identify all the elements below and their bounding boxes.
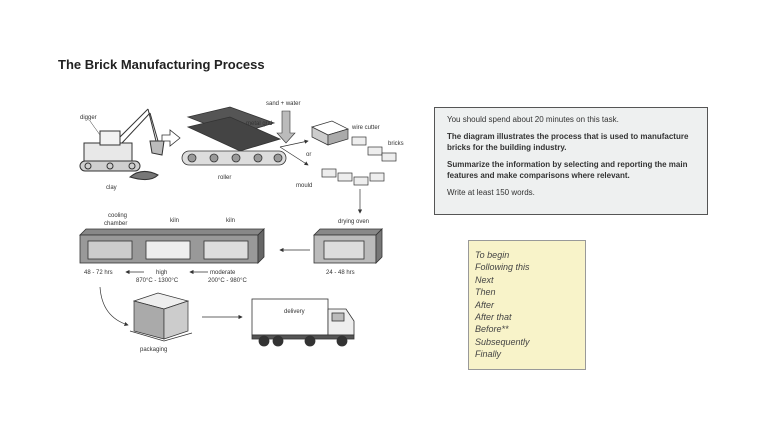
moderate-label: moderate	[210, 270, 236, 276]
kiln-high-label: kiln	[170, 218, 179, 224]
linking-word: After that	[475, 312, 512, 323]
linking-word: Finally	[475, 349, 502, 360]
sand-water-label: sand + water	[266, 101, 301, 107]
drying-oven-label: drying oven	[338, 219, 369, 225]
digger-illustration	[79, 108, 165, 181]
wire-cutter-label: wire cutter	[351, 125, 380, 131]
linking-word: Next	[475, 274, 494, 285]
task-time-text: You should spend about 20 minutes on thi…	[447, 115, 619, 124]
page-title: The Brick Manufacturing Process	[58, 57, 265, 72]
cooling-time-label: 48 - 72 hrs	[84, 270, 113, 276]
task-word-count-text: Write at least 150 words.	[447, 188, 535, 197]
brick-process-diagram: digger clay metal grid roller sand + wat…	[79, 101, 404, 353]
mould-label: mould	[296, 183, 312, 189]
linking-word: To begin	[475, 250, 510, 260]
packaging-label: packaging	[140, 347, 167, 353]
linking-word: Then	[475, 287, 496, 298]
delivery-truck-illustration	[251, 298, 355, 347]
linking-word: Before**	[475, 324, 509, 335]
cooling-label-1: cooling	[108, 213, 127, 219]
kiln-moderate-label: kiln	[226, 218, 235, 224]
delivery-label: delivery	[284, 309, 305, 315]
task-description-text: The diagram illustrates the process that…	[447, 132, 689, 152]
drying-oven-illustration	[313, 228, 383, 264]
or-label: or	[306, 152, 311, 158]
drying-time-label: 24 - 48 hrs	[326, 270, 355, 276]
linking-words-box: To begin Following this Next Then After …	[468, 240, 586, 370]
sand-water-arrow	[276, 110, 296, 144]
packaging-illustration	[129, 292, 193, 342]
kiln-cooling-illustration	[79, 228, 265, 264]
process-arrow	[161, 129, 181, 147]
task-summary-text: Summarize the information by selecting a…	[447, 160, 688, 180]
linking-word: Subsequently	[475, 336, 530, 347]
digger-label: digger	[80, 115, 97, 121]
wire-cutter-illustration	[311, 120, 397, 162]
clay-label: clay	[106, 185, 117, 191]
task-instructions-box: You should spend about 20 minutes on thi…	[434, 107, 708, 215]
metal-grid-label: metal grid	[246, 121, 272, 127]
mould-illustration	[321, 168, 385, 186]
moderate-temp-label: 200°C - 980°C	[208, 278, 247, 284]
bricks-label: bricks	[388, 141, 404, 147]
metal-grid-roller	[181, 106, 287, 166]
cooling-label-2: chamber	[104, 221, 127, 227]
roller-label: roller	[218, 175, 231, 181]
linking-word: Following this	[475, 262, 530, 273]
linking-word: After	[475, 299, 495, 310]
high-label: high	[156, 270, 167, 276]
high-temp-label: 870°C - 1300°C	[136, 278, 179, 284]
